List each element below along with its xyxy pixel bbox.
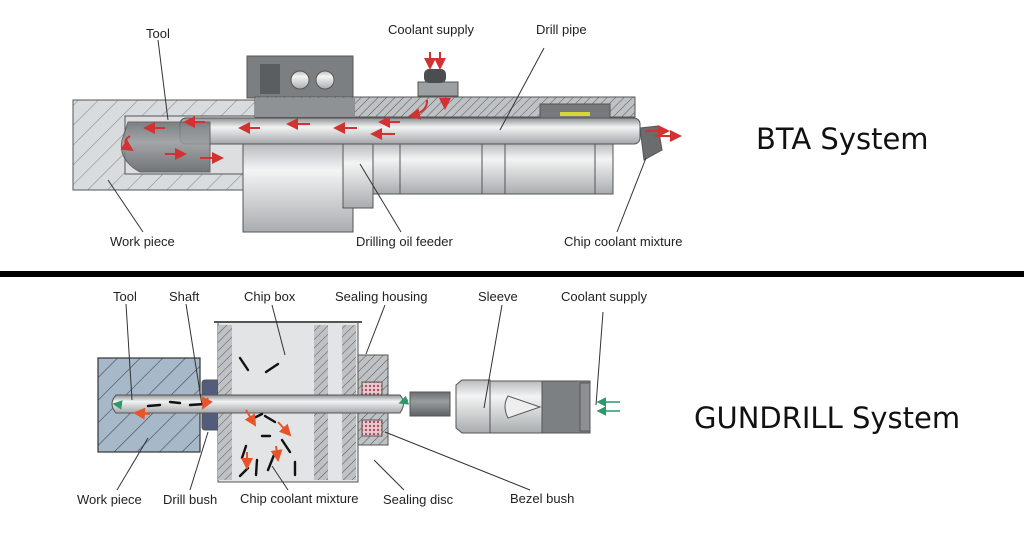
bta-oil-feeder-body — [372, 143, 614, 195]
gundrill-diagram: Tool Shaft Chip box Sealing housing Slee… — [77, 289, 960, 507]
bta-bearing-ball — [290, 70, 310, 90]
gd-sealing-disc-lower — [361, 419, 383, 437]
bta-leader-lines — [107, 39, 647, 233]
gd-label-bezel-bush: Bezel bush — [510, 491, 574, 506]
gd-connector — [409, 391, 451, 417]
bta-label-chip-coolant-mixture: Chip coolant mixture — [564, 234, 683, 249]
gd-chip-flow-arrows — [133, 396, 292, 470]
bta-label-work-piece: Work piece — [110, 234, 175, 249]
bta-bearing-ball — [315, 70, 335, 90]
bta-oil-feeder-block — [242, 143, 354, 233]
gd-label-sealing-housing: Sealing housing — [335, 289, 428, 304]
bta-flow-arrows — [120, 52, 682, 164]
gd-label-sealing-disc: Sealing disc — [383, 492, 454, 507]
gd-label-chip-coolant-mixture: Chip coolant mixture — [240, 491, 359, 506]
gd-label-tool: Tool — [113, 289, 137, 304]
gd-label-shaft: Shaft — [169, 289, 200, 304]
gd-label-chip-box: Chip box — [244, 289, 296, 304]
bta-gland — [255, 98, 355, 117]
gd-label-coolant-supply: Coolant supply — [561, 289, 647, 304]
bta-oil-feeder-flange — [342, 143, 374, 209]
gd-sleeve — [455, 379, 491, 434]
bta-label-coolant-supply: Coolant supply — [388, 22, 474, 37]
bta-tool-exit — [639, 125, 663, 161]
bta-title: BTA System — [756, 122, 929, 156]
gd-leader-lines — [116, 303, 604, 491]
bta-seal — [260, 64, 280, 94]
bta-diagram: Tool Coolant supply Drill pipe Work piec… — [72, 22, 929, 249]
bta-drill-pipe — [179, 117, 641, 145]
bta-label-drilling-oil-feeder: Drilling oil feeder — [356, 234, 453, 249]
panel-divider — [0, 271, 1024, 277]
gd-coolant-flow-arrows — [112, 395, 620, 416]
bta-label-tool: Tool — [146, 26, 170, 41]
gd-shaft — [111, 394, 404, 414]
gd-label-work-piece: Work piece — [77, 492, 142, 507]
bta-seal-ring — [560, 112, 590, 116]
gd-chips — [146, 356, 297, 478]
bta-coolant-inlet — [417, 81, 459, 97]
bta-inlet-cap — [424, 69, 446, 83]
bta-tool-head — [120, 121, 211, 173]
gd-label-sleeve: Sleeve — [478, 289, 518, 304]
bta-label-drill-pipe: Drill pipe — [536, 22, 587, 37]
gd-sleeve-window — [504, 395, 542, 419]
gd-label-drill-bush: Drill bush — [163, 492, 217, 507]
gundrill-title: GUNDRILL System — [694, 401, 960, 435]
